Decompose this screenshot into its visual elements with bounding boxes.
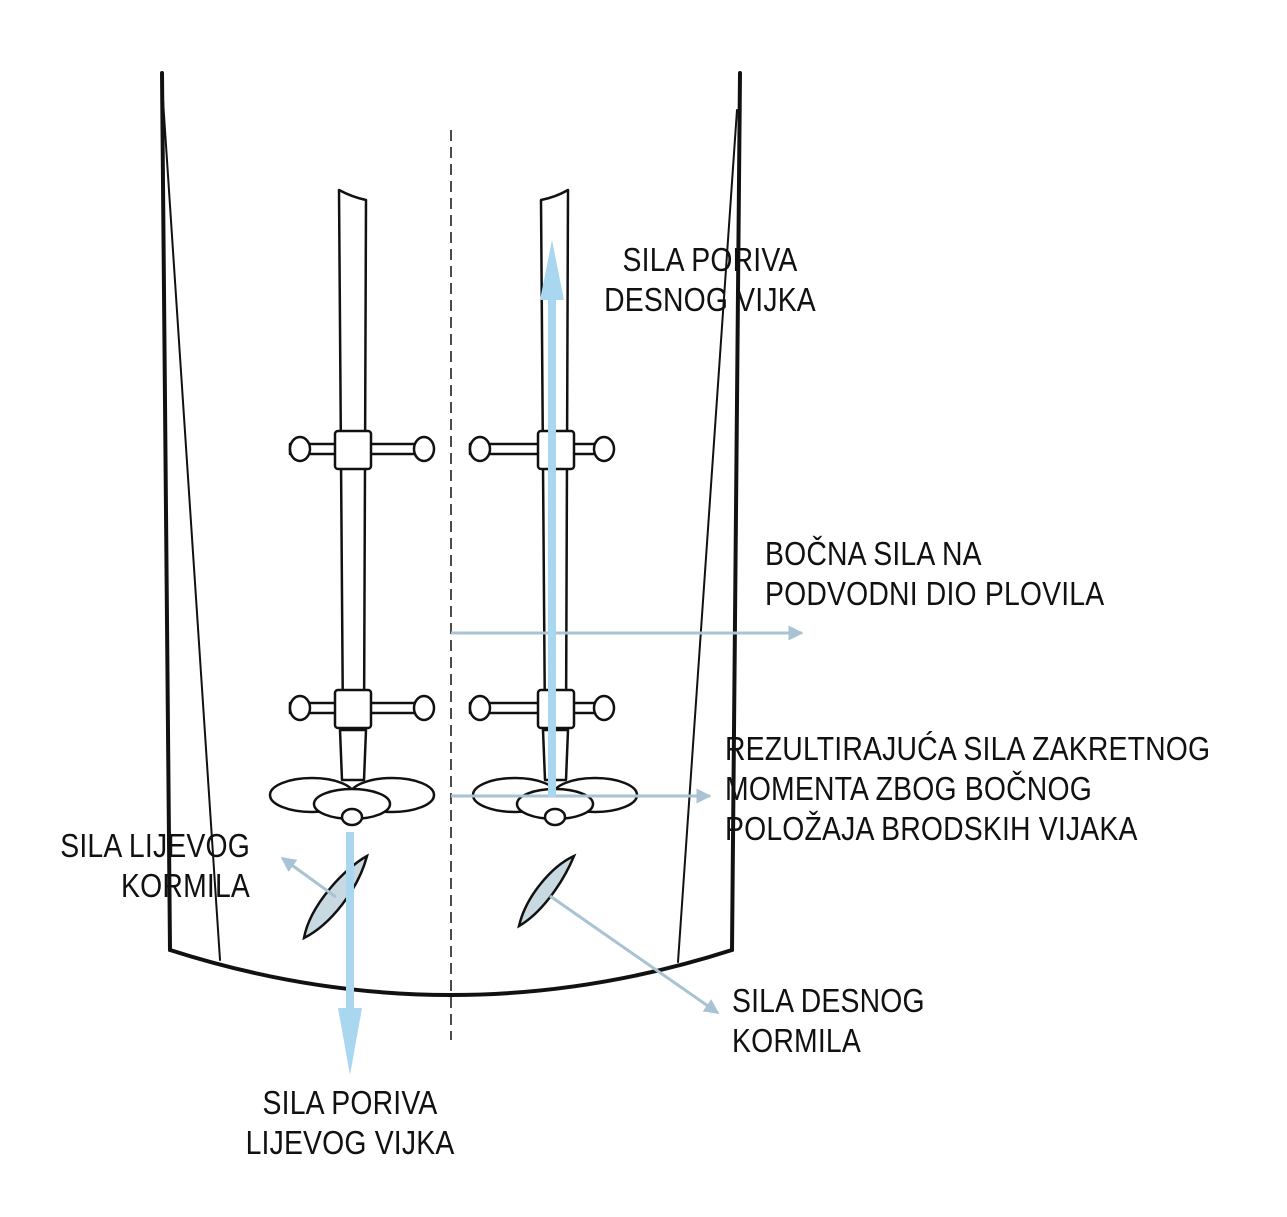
resultant-force-label: REZULTIRAJUĆA SILA ZAKRETNOG MOMENTA ZBO…: [725, 729, 1210, 849]
left-propeller-shaft: [268, 188, 436, 827]
left-rudder-label: SILA LIJEVOG KORMILA: [52, 826, 250, 906]
lateral-force-label: BOČNA SILA NA PODVODNI DIO PLOVILA: [765, 534, 1104, 614]
hull-left-side: [160, 71, 172, 952]
left-propeller: [268, 728, 436, 827]
left-thrust-arrow: [338, 832, 362, 1075]
left-lower-bracket: [288, 688, 436, 730]
resultant-force-label-line-2: MOMENTA ZBOG BOČNOG: [725, 770, 1092, 807]
right-upper-bracket: [468, 429, 616, 471]
right-rudder-force-arrow: [549, 894, 720, 1015]
left-rudder-label-line-2: KORMILA: [121, 867, 251, 904]
right-thrust-label: SILA PORIVA DESNOG VIJKA: [598, 240, 822, 320]
lateral-force-label-line-2: PODVODNI DIO PLOVILA: [765, 575, 1105, 612]
hull-outline: [160, 71, 742, 997]
left-thrust-label: SILA PORIVA LIJEVOG VIJKA: [238, 1083, 462, 1163]
resultant-force-label-line-3: POLOŽAJA BRODSKIH VIJAKA: [725, 810, 1138, 847]
right-rudder-label-line-1: SILA DESNOG: [732, 982, 925, 1019]
left-rudder-force-arrow: [280, 856, 337, 899]
resultant-force-label-line-1: REZULTIRAJUĆA SILA ZAKRETNOG: [725, 730, 1211, 767]
left-upper-bracket: [288, 429, 436, 471]
right-rudder-label-line-2: KORMILA: [732, 1022, 861, 1059]
left-thrust-label-line-1: SILA PORIVA: [262, 1084, 438, 1121]
right-thrust-label-line-1: SILA PORIVA: [622, 241, 798, 278]
left-thrust-label-line-2: LIJEVOG VIJKA: [245, 1124, 455, 1161]
right-lower-bracket: [468, 688, 616, 730]
hull-stern: [168, 948, 734, 997]
right-rudder-label: SILA DESNOG KORMILA: [732, 981, 925, 1061]
left-rudder-label-line-1: SILA LIJEVOG: [60, 827, 250, 864]
hull-right-inner-line: [677, 109, 738, 963]
right-rudder: [517, 853, 577, 929]
hull-right-side: [730, 71, 742, 952]
right-thrust-label-line-2: DESNOG VIJKA: [604, 281, 816, 318]
right-thrust-arrow: [540, 240, 564, 797]
lateral-force-label-line-1: BOČNA SILA NA: [765, 535, 982, 572]
hull-left-inner-line: [162, 99, 221, 961]
